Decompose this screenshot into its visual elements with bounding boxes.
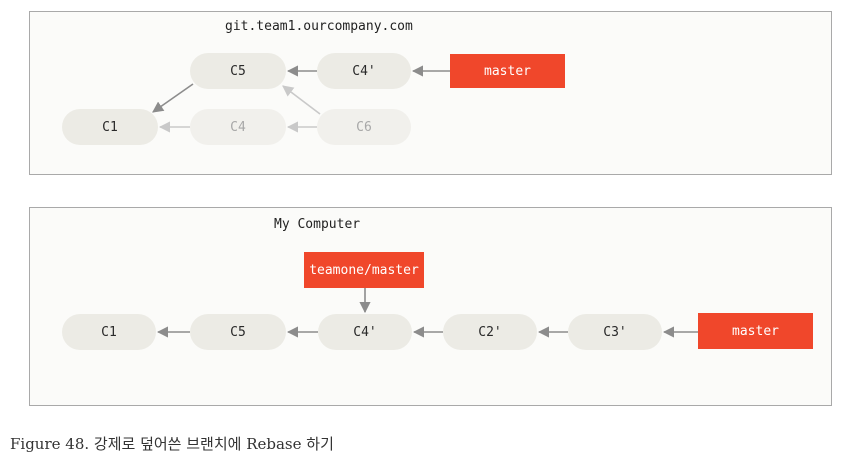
local-master-ref: master	[698, 313, 813, 349]
remote-master-ref: master	[450, 54, 565, 88]
remote-commit-c4-prime: C4'	[317, 53, 411, 89]
remote-commit-c6: C6	[317, 109, 411, 145]
local-repository-title: My Computer	[274, 217, 361, 232]
local-commit-c4-prime: C4'	[318, 314, 412, 350]
teamone-master-ref: teamone/master	[304, 252, 424, 288]
local-repository-panel	[29, 207, 832, 406]
remote-repository-title: git.team1.ourcompany.com	[225, 19, 413, 34]
arrow-remote-c6-to-c5	[282, 85, 321, 115]
local-commit-c5: C5	[190, 314, 286, 350]
remote-commit-c5: C5	[190, 53, 286, 89]
figure-caption: Figure 48. 강제로 덮어쓴 브랜치에 Rebase 하기	[10, 435, 334, 453]
local-commit-c2-prime: C2'	[443, 314, 537, 350]
local-commit-c1: C1	[62, 314, 156, 350]
arrow-remote-c5-to-c1	[152, 83, 194, 113]
remote-repository-panel	[29, 11, 832, 175]
local-commit-c3-prime: C3'	[568, 314, 662, 350]
remote-commit-c4: C4	[190, 109, 286, 145]
remote-commit-c1: C1	[62, 109, 158, 145]
